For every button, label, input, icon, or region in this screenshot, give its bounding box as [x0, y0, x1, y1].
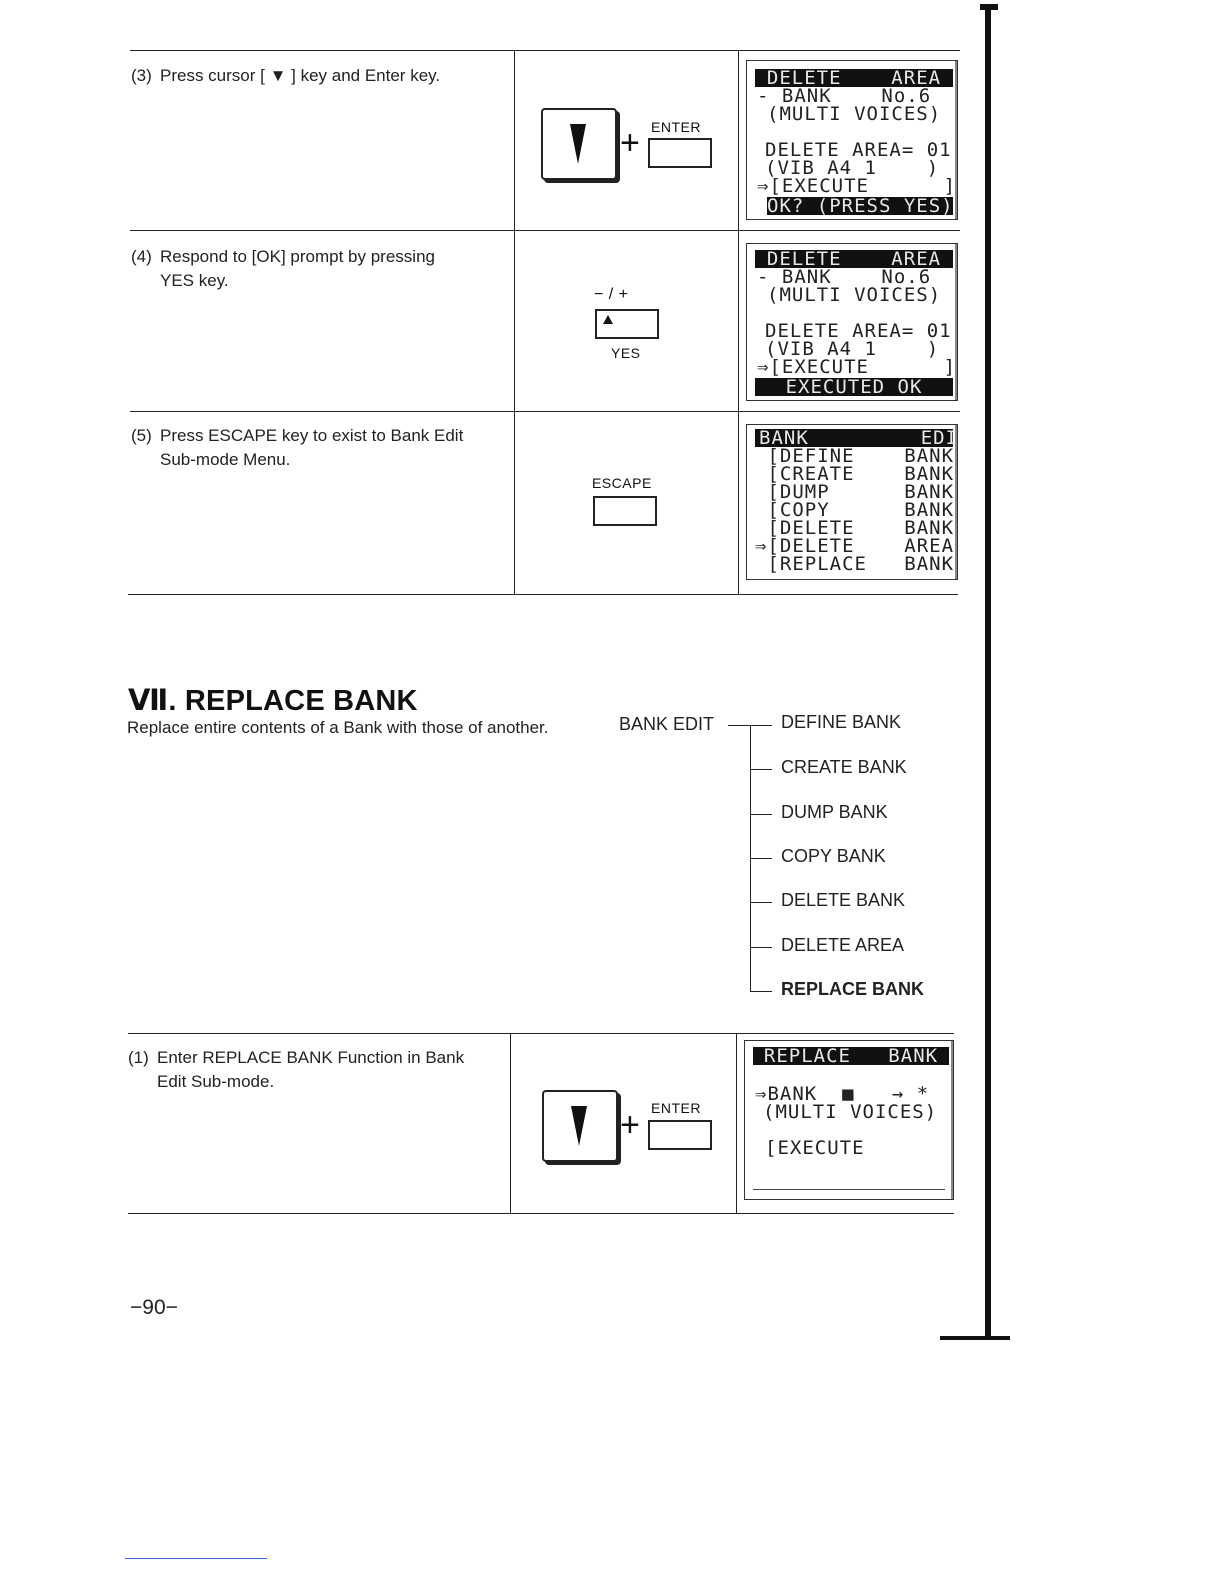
lcd-menu-item-selected: ⇒[DELETE AREA]: [755, 535, 958, 557]
lcd-menu-item: [DUMP BANK]: [755, 481, 958, 503]
tree-branch: [750, 902, 772, 903]
lcd-line: (MULTI VOICES): [767, 284, 942, 306]
minus-plus-label: − / +: [594, 286, 629, 303]
plus-sign: +: [620, 124, 640, 162]
enter-key: [648, 138, 712, 168]
lcd-title: DELETE AREA: [755, 250, 953, 269]
lcd-line: ⇒[EXECUTE ]: [757, 356, 957, 378]
tree-root-bank-edit: BANK EDIT: [619, 714, 715, 734]
step-text-continued: YES key.: [160, 271, 229, 290]
down-arrow-icon: [571, 1106, 587, 1146]
scan-edge-line: [125, 1558, 267, 1559]
table-bottom-rule: [128, 594, 958, 595]
lcd-title: DELETE AREA: [755, 69, 953, 88]
cursor-down-key: [542, 1090, 618, 1162]
step-text: Press ESCAPE key to exist to Bank Edit: [160, 426, 464, 445]
step-4-instruction: (4) Respond to [OK] prompt by pressing YE…: [131, 245, 501, 293]
lcd-title: BANK EDIT: [755, 429, 957, 448]
lcd-line: (VIB A4 1 ): [765, 338, 940, 360]
step-text: Enter REPLACE BANK Function in Bank: [157, 1048, 465, 1067]
lcd-replace-bank: REPLACE BANK ⇒BANK ■ → * (MULTI VOICES) …: [744, 1040, 954, 1200]
enter-key: [648, 1120, 712, 1150]
step-number: (4): [131, 247, 152, 266]
tree-item-define-bank: DEFINE BANK: [781, 712, 902, 732]
tree-item-copy-bank: COPY BANK: [781, 846, 886, 866]
lcd-delete-area-executed: DELETE AREA - BANK No.6 - (MULTI VOICES)…: [746, 243, 958, 401]
column-divider: [736, 1033, 737, 1213]
column-divider: [514, 50, 515, 594]
lcd-prompt: OK? (PRESS YES): [767, 195, 954, 217]
section-description: Replace entire contents of a Bank with t…: [127, 718, 549, 737]
column-divider: [738, 50, 739, 594]
lcd-line: (VIB A4 1 ): [765, 157, 940, 179]
row-divider: [130, 411, 960, 412]
page-edge-foot: [940, 1336, 1010, 1340]
down-arrow-icon: [570, 124, 586, 164]
yes-key-label: YES: [611, 345, 641, 361]
page-edge-cap: [980, 4, 998, 10]
page-number: −90−: [130, 1296, 178, 1319]
table-top-rule: [128, 1033, 954, 1034]
lcd-line: [EXECUTE ]: [765, 1137, 954, 1159]
tree-item-delete-bank: DELETE BANK: [781, 890, 906, 910]
table-top-rule: [130, 50, 960, 51]
lcd-menu-item: [CREATE BANK]: [755, 463, 958, 485]
plus-sign: +: [620, 1106, 640, 1144]
step-3-instruction: (3) Press cursor [ ▼ ] key and Enter key.: [131, 64, 501, 88]
lcd-line: (MULTI VOICES): [763, 1101, 938, 1123]
lcd-line: ⇒[EXECUTE ]: [757, 175, 957, 197]
lcd-bottom-rule: [753, 1189, 945, 1190]
lcd-line: (MULTI VOICES): [767, 103, 942, 125]
page-edge-bar: [985, 4, 991, 1338]
cursor-down-key: [541, 108, 617, 180]
step-text-continued: Edit Sub-mode.: [157, 1072, 275, 1091]
lcd-menu-item: [DEFINE BANK]: [755, 445, 958, 467]
tree-item-create-bank: CREATE BANK: [781, 757, 907, 777]
lcd-title: REPLACE BANK: [753, 1047, 949, 1066]
tree-branch: [750, 947, 772, 948]
lcd-line: - BANK No.6 -: [757, 266, 958, 288]
lcd-line: - BANK No.6 -: [757, 85, 958, 107]
escape-key-label: ESCAPE: [592, 475, 652, 491]
lcd-menu-item: [DELETE BANK]: [755, 517, 958, 539]
section-title: Ⅶ. REPLACE BANK: [128, 685, 418, 717]
tree-branch: [750, 858, 772, 859]
lcd-line: ⇒BANK ■ → *: [755, 1083, 930, 1105]
step-5-instruction: (5) Press ESCAPE key to exist to Bank Edi…: [131, 424, 511, 472]
step-number: (1): [128, 1048, 149, 1067]
tree-item-delete-area: DELETE AREA: [781, 935, 905, 955]
lcd-delete-area-confirm: DELETE AREA - BANK No.6 - (MULTI VOICES)…: [746, 60, 958, 220]
lcd-line: DELETE AREA= 01: [765, 320, 952, 342]
step-number: (5): [131, 426, 152, 445]
tree-item-replace-bank: REPLACE BANK: [781, 979, 925, 999]
escape-key: [593, 496, 657, 526]
up-arrow-icon: [603, 315, 613, 324]
enter-key-label: ENTER: [651, 1100, 701, 1116]
tree-branch: [750, 769, 772, 770]
step-text-continued: Sub-mode Menu.: [160, 450, 291, 469]
lcd-bank-edit-menu: BANK EDIT [DEFINE BANK] [CREATE BANK] [D…: [746, 424, 958, 580]
tree-branch: [750, 814, 772, 815]
step-number: (3): [131, 66, 152, 85]
row-divider: [130, 230, 960, 231]
tree-item-dump-bank: DUMP BANK: [781, 802, 888, 822]
lcd-menu-item: [REPLACE BANK]: [755, 553, 958, 575]
step-text: Press cursor [ ▼ ] key and Enter key.: [160, 66, 441, 85]
table-bottom-rule: [128, 1213, 954, 1214]
tree-branch: [750, 991, 772, 992]
step-text: Respond to [OK] prompt by pressing: [160, 247, 435, 266]
lcd-line: DELETE AREA= 01: [765, 139, 952, 161]
lcd-menu-item: [COPY BANK]: [755, 499, 958, 521]
lcd-status: EXECUTED OK: [755, 378, 953, 397]
enter-key-label: ENTER: [651, 119, 701, 135]
column-divider: [510, 1033, 511, 1213]
yes-key: [595, 309, 659, 339]
step-1-instruction: (1) Enter REPLACE BANK Function in Bank E…: [128, 1046, 508, 1094]
